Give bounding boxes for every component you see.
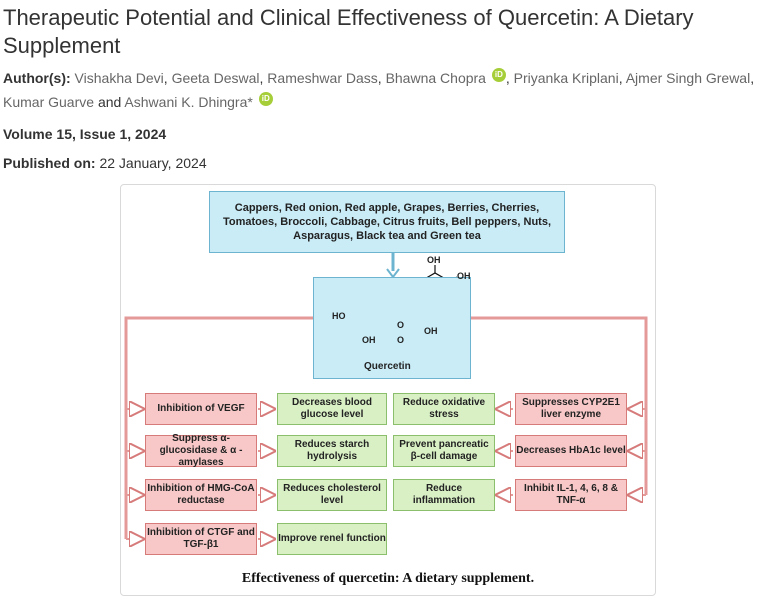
outcome-box: Reduces cholesterol level xyxy=(277,479,387,511)
author-link[interactable]: Bhawna Chopra xyxy=(385,70,486,86)
author-link[interactable]: Kumar Guarve xyxy=(3,94,95,110)
effect-box: Suppresses CYP2E1 liver enzyme xyxy=(515,393,627,425)
author-link[interactable]: Vishakha Devi xyxy=(74,70,164,86)
effect-box: Inhibition of VEGF xyxy=(145,393,257,425)
author-link[interactable]: Geeta Deswal xyxy=(171,70,260,86)
volume-text: Volume 15, Issue 1, 2024 xyxy=(3,126,167,142)
published-label: Published on: xyxy=(3,155,96,171)
author-link[interactable]: Ashwani K. Dhingra* xyxy=(124,94,253,110)
effect-box: Inhibit IL-1, 4, 6, 8 & TNF-α xyxy=(515,479,627,511)
effect-box: Inhibition of CTGF and TGF-β1 xyxy=(145,523,257,555)
atom-label: O xyxy=(397,320,405,330)
separator: , xyxy=(259,70,264,86)
authors-label: Author(s): xyxy=(3,70,71,86)
published-value: 22 January, 2024 xyxy=(99,155,207,171)
author-link[interactable]: Rameshwar Dass xyxy=(267,70,378,86)
effect-box: Suppress α-glucosidase & α -amylases xyxy=(145,433,257,468)
atom-label: HO xyxy=(332,311,346,321)
outcome-box: Reduces starch hydrolysis xyxy=(277,435,387,467)
outcome-box: Reduce oxidative stress xyxy=(393,393,495,425)
authors-line: Author(s): Vishakha Devi, Geeta Deswal, … xyxy=(3,66,773,114)
left-bracket xyxy=(124,316,313,539)
figure-caption: Effectiveness of quercetin: A dietary su… xyxy=(241,571,535,586)
published-date: Published on: 22 January, 2024 xyxy=(3,151,207,175)
separator: , xyxy=(618,70,623,86)
volume-issue: Volume 15, Issue 1, 2024 xyxy=(3,122,166,146)
atom-label: OH xyxy=(457,271,471,281)
orcid-icon[interactable]: iD xyxy=(491,68,506,82)
orcid-icon[interactable]: iD xyxy=(258,92,273,106)
dietary-sources-box: Cappers, Red onion, Red apple, Grapes, B… xyxy=(209,191,565,253)
effect-box: Inhibition of HMG-CoA reductase xyxy=(145,479,257,511)
author-link[interactable]: Ajmer Singh Grewal xyxy=(625,70,751,86)
separator: , xyxy=(377,70,382,86)
separator: , xyxy=(750,70,755,86)
outcome-box: Reduce inflammation xyxy=(393,479,495,511)
article-title: Therapeutic Potential and Clinical Effec… xyxy=(3,5,694,58)
right-bracket xyxy=(471,316,648,495)
graphical-abstract-figure: Cappers, Red onion, Red apple, Grapes, B… xyxy=(120,184,656,596)
atom-label: OH xyxy=(427,255,441,265)
outcome-box: Prevent pancreatic β-cell damage xyxy=(393,435,495,467)
author-link[interactable]: Priyanka Kriplani xyxy=(513,70,619,86)
atom-label: O xyxy=(397,335,405,345)
atom-label: OH xyxy=(424,326,438,336)
atom-label: OH xyxy=(362,335,376,345)
molecule-name: Quercetin xyxy=(364,361,411,372)
separator: , xyxy=(163,70,168,86)
effect-box: Decreases HbA1c level xyxy=(515,435,627,467)
separator: and xyxy=(97,94,122,110)
quercetin-box xyxy=(313,277,471,379)
separator: , xyxy=(505,70,510,86)
outcome-box: Decreases blood glucose level xyxy=(277,393,387,425)
outcome-box: Improve renel function xyxy=(277,523,387,555)
